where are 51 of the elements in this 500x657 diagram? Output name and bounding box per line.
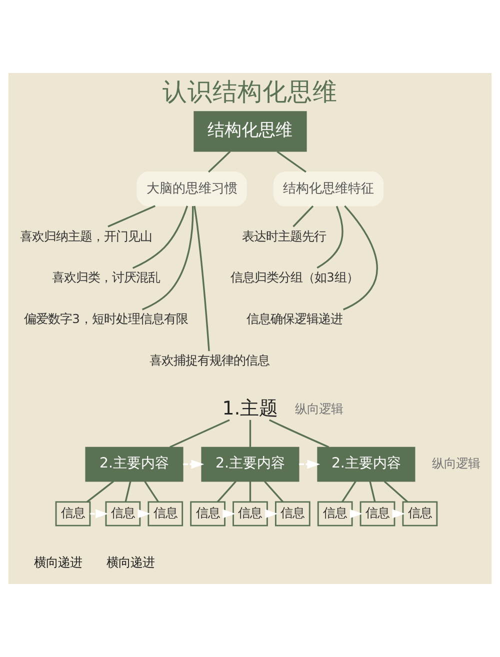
node-text: 1.主题 [222, 398, 278, 420]
node-box: 2.主要内容 [201, 446, 300, 482]
diagram-title: 认识结构化思维 [162, 77, 338, 106]
node-text: 信息归类分组（如3组） [230, 270, 358, 285]
node-box: 信息 [55, 501, 91, 526]
node-box: 信息 [148, 501, 184, 526]
node-text: 信息确保逻辑递进 [246, 312, 343, 326]
connector [86, 480, 114, 503]
connector [194, 206, 210, 352]
connector [124, 481, 132, 502]
connector [269, 419, 330, 448]
connector [369, 481, 376, 502]
connector [108, 205, 156, 228]
connector [144, 480, 159, 502]
connector [292, 205, 314, 228]
node-text: 偏爱数字3，短时处理信息有限 [24, 312, 188, 326]
arrow [90, 509, 108, 518]
label: 横向递进 [34, 555, 82, 570]
connector [249, 481, 252, 502]
node-box: 信息 [402, 501, 438, 526]
node-box: 2.主要内容 [317, 446, 416, 482]
connector [341, 480, 356, 502]
arrow [183, 460, 204, 469]
arrow [222, 509, 236, 518]
node-text: 表达时主题先行 [242, 229, 326, 244]
arrow [350, 509, 363, 518]
arrow [138, 509, 151, 518]
arrow [392, 509, 406, 518]
connector [316, 206, 344, 269]
connector [249, 420, 252, 447]
connector [142, 206, 194, 310]
node-box: 结构化思维 [194, 111, 307, 152]
connector [264, 480, 284, 503]
node-box: 2.主要内容 [85, 446, 184, 482]
connector [208, 150, 231, 173]
connector [276, 150, 306, 173]
label: 纵向逻辑 [432, 456, 480, 470]
node-box: 大脑的思维习惯 [136, 172, 247, 206]
connector [342, 205, 378, 310]
label: 纵向逻辑 [295, 402, 344, 416]
arrow [299, 460, 320, 469]
node-text: 喜欢捕捉有规律的信息 [150, 354, 270, 368]
connector [384, 480, 408, 503]
node-box: 结构化思维特征 [273, 172, 384, 206]
node-box: 信息 [274, 501, 310, 526]
node-text: 喜欢归类，讨厌混乱 [52, 270, 160, 285]
connector [216, 480, 236, 503]
connector [170, 419, 230, 448]
label: 横向递进 [106, 555, 154, 570]
connector [132, 206, 188, 269]
node-text: 喜欢归纳主题，开门见山 [20, 229, 152, 244]
